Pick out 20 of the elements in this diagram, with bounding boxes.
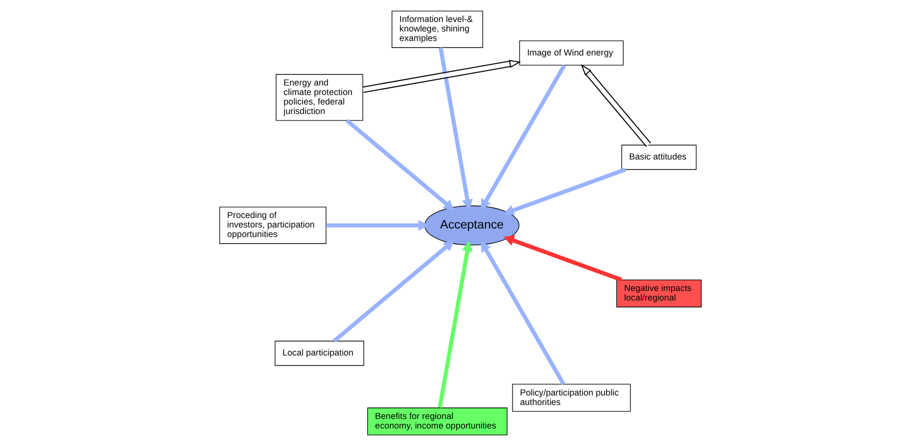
arrow [504, 235, 622, 282]
arrow [438, 47, 473, 210]
arrow [332, 240, 454, 343]
node-box: Benefits for regional economy, income opportunities [367, 408, 508, 436]
node-box: Policy/participation public authorities [512, 384, 631, 412]
node-box: Energy and climate protection policies, federal jurisdiction [276, 74, 364, 121]
node-box: Local participation [274, 340, 364, 366]
node-box: Information level-& knowlege, shining examples [392, 10, 484, 48]
node-box: Proceding of investors, participation opportunities [219, 206, 326, 244]
arrow [503, 168, 626, 216]
arrow [480, 240, 566, 385]
arrow [346, 119, 454, 211]
arrow [438, 240, 473, 408]
arrow [580, 64, 652, 147]
node-box: Basic attitudes [621, 144, 697, 170]
arrow [326, 220, 429, 231]
arrow [362, 60, 521, 93]
node-box: Negative impacts local/regional [616, 280, 702, 308]
arrow [480, 64, 566, 210]
node-box: Image of Wind energy [519, 40, 624, 66]
